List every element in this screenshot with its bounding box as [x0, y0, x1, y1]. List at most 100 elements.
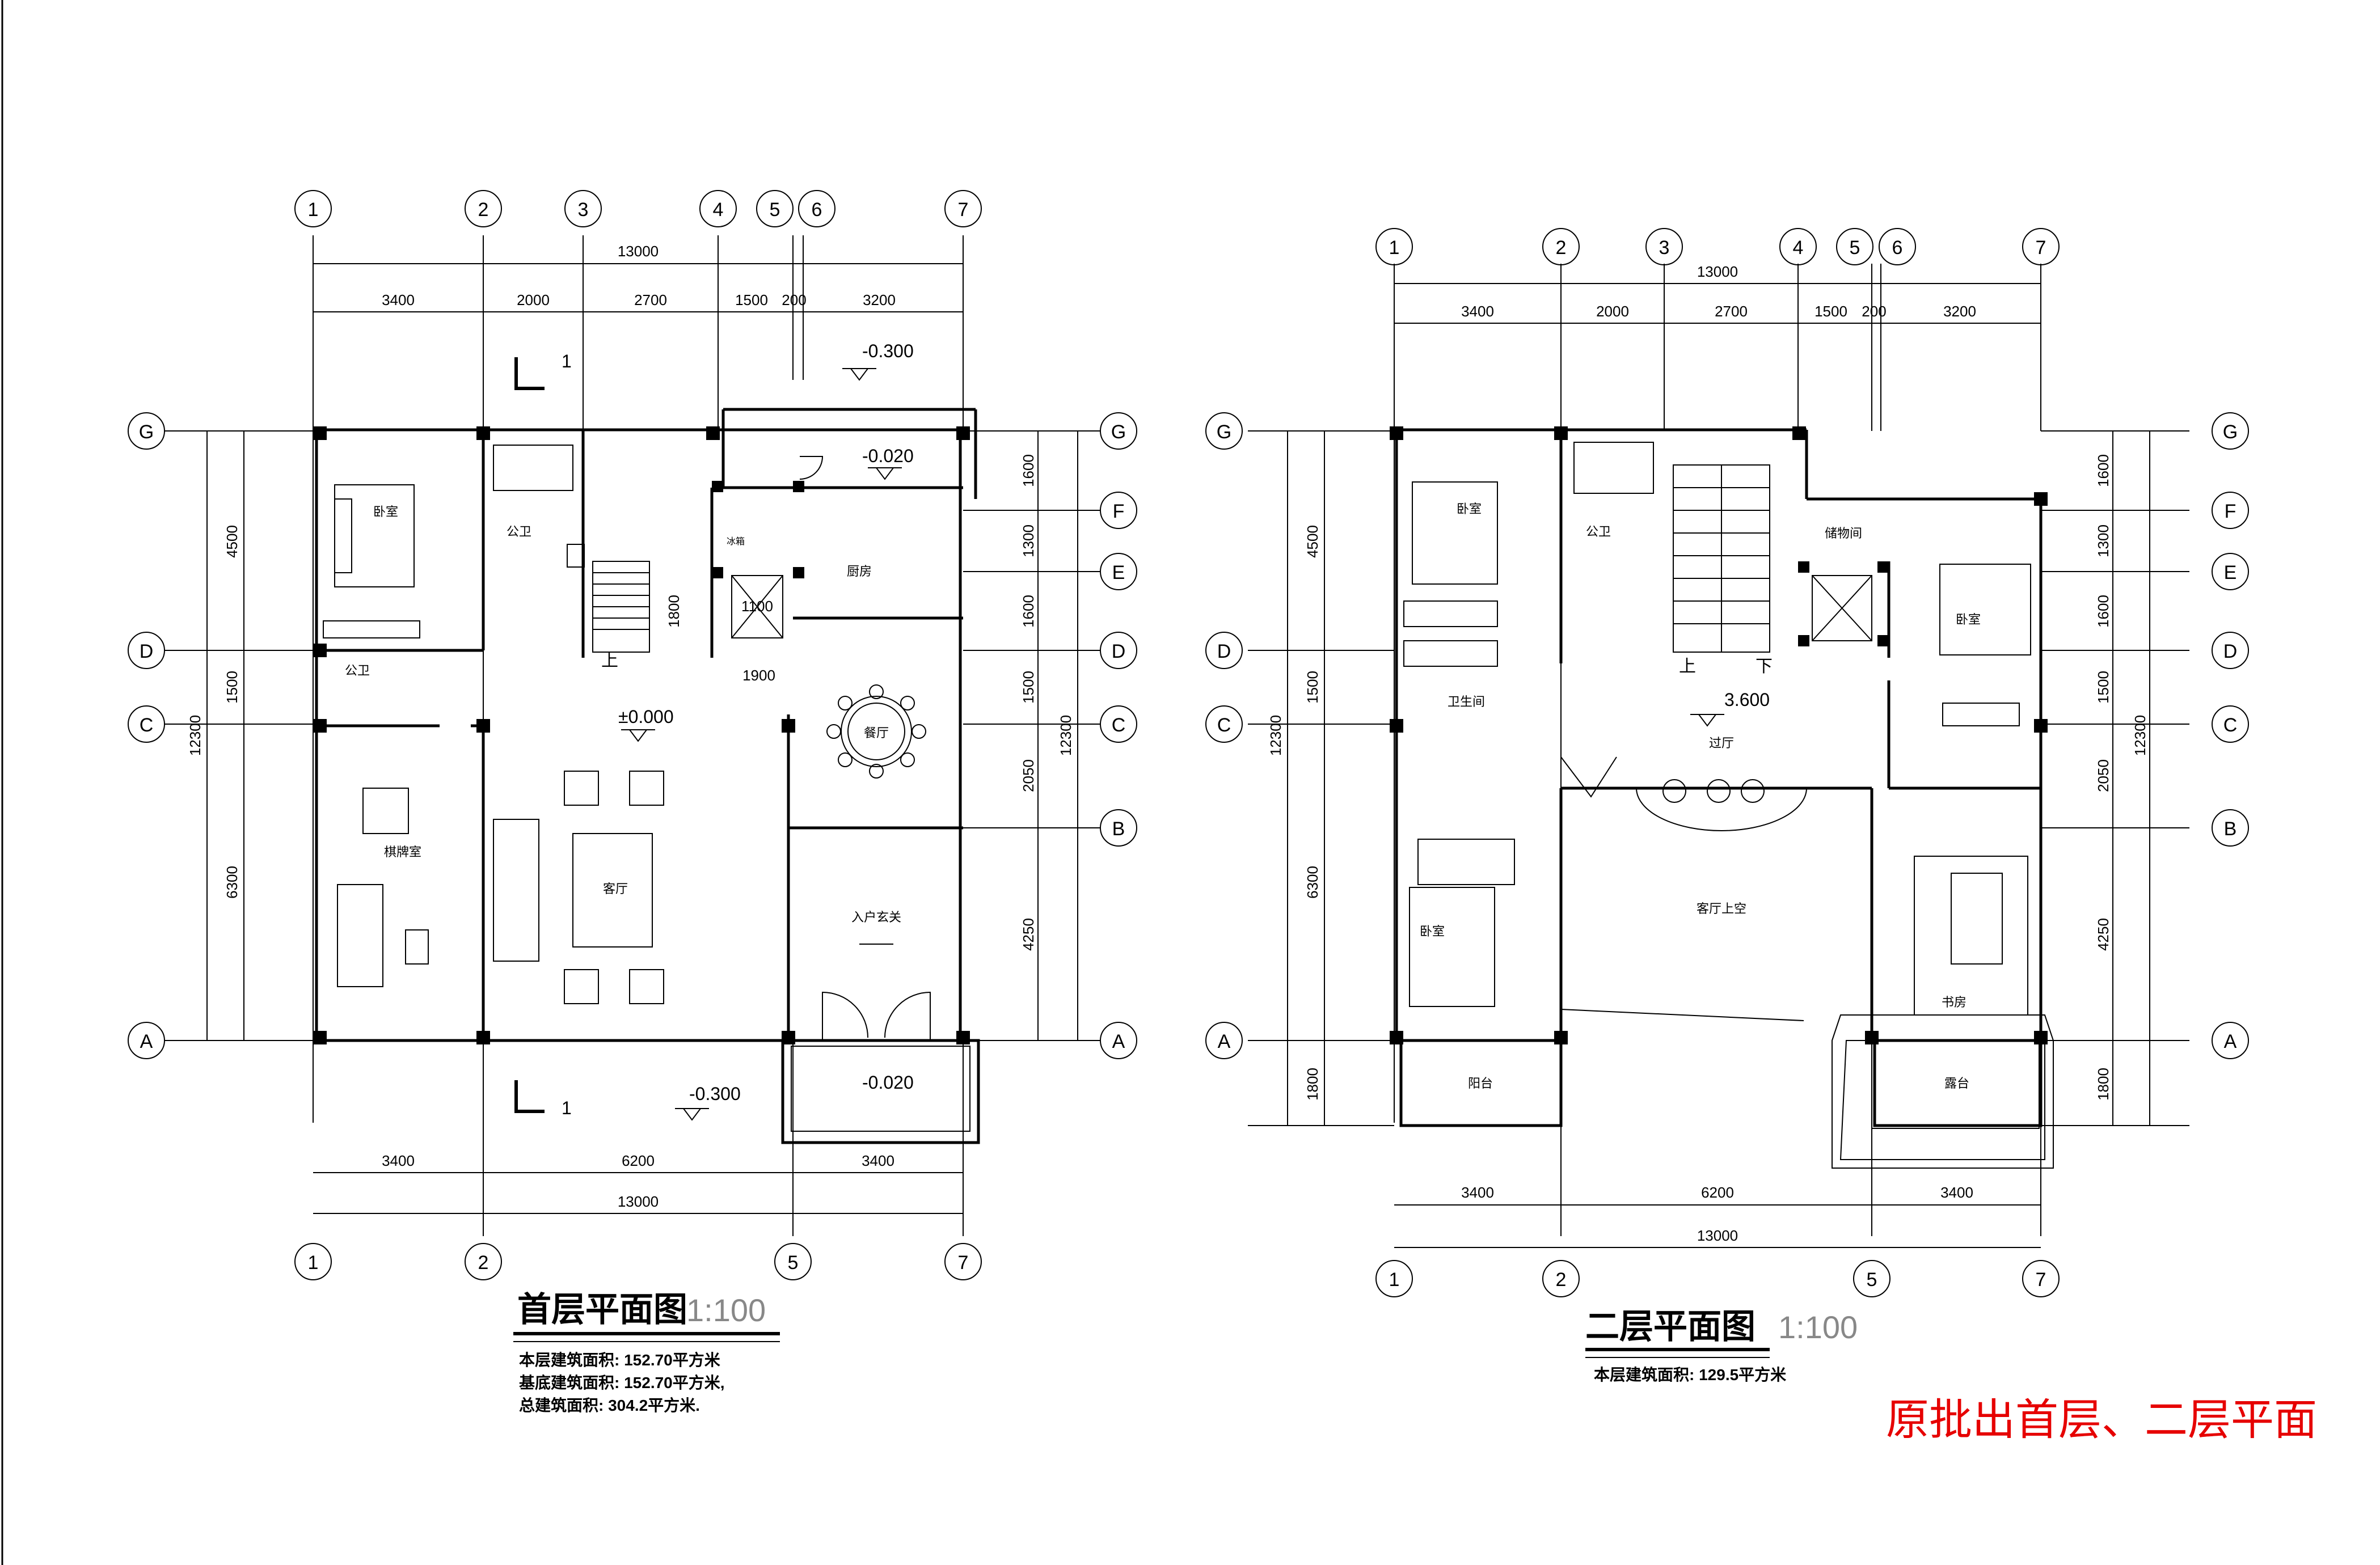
floor1-grid-lines: [164, 235, 1100, 1236]
f1-axis-top-3: 3: [578, 199, 589, 221]
f1-note-1: 基底建筑面积: 152.70平方米,: [519, 1373, 725, 1391]
f2-stair-up: 上: [1679, 657, 1696, 676]
f2-dim-left-1: 1500: [1304, 671, 1321, 704]
f1-dim-top-0: 3400: [382, 291, 415, 308]
f1-section-mark-top: 1: [562, 351, 572, 371]
f2-dim-right-2: 1600: [2095, 595, 2112, 628]
floor1-section-marks: [514, 357, 545, 1113]
f2-axis-top-4: 4: [1793, 237, 1804, 259]
f1-axis-top-1: 1: [308, 199, 319, 221]
f2-axis-top-3: 3: [1659, 237, 1670, 259]
f1-axis-bottom-1: 1: [308, 1252, 319, 1274]
f2-dim-left-0: 4500: [1304, 525, 1321, 558]
f2-axis-bottom-2: 2: [1556, 1269, 1567, 1291]
f1-dim-right-2: 1600: [1020, 595, 1037, 628]
f2-dim-right-total: 12300: [2132, 715, 2149, 756]
f1-dim-bottom-0: 3400: [382, 1152, 415, 1169]
f1-row-left-C: C: [140, 714, 154, 736]
f2-room-bedroom-2: 卧室: [1956, 612, 1981, 627]
f1-dim-left-total: 12300: [187, 715, 204, 756]
f1-dim-left-1: 1500: [223, 671, 240, 704]
f2-row-left-G: G: [1217, 421, 1231, 443]
f1-stair-up: 上: [601, 652, 618, 670]
floor1-walls: [315, 408, 980, 1144]
f2-room-bath: 公卫: [1586, 525, 1611, 539]
f2-dim-bottom-0: 3400: [1461, 1184, 1494, 1201]
f2-dim-left-2: 6300: [1304, 866, 1321, 899]
floor2-dimensions: 13000 3400 2000 2700 1500 200 3200 3400 …: [1267, 263, 2149, 1244]
f1-dim-top-1: 2000: [517, 291, 550, 308]
f1-dim-right-5: 4250: [1020, 918, 1037, 951]
floor2-grid-lines: [1248, 264, 2189, 1236]
floor2-levels: 3.600: [1724, 690, 1770, 710]
f2-dim-top-1: 2000: [1596, 303, 1629, 320]
f2-row-right-F: F: [2225, 501, 2236, 522]
f1-row-right-B: B: [1112, 818, 1125, 840]
f1-row-left-G: G: [139, 421, 154, 443]
f1-note-2: 总建筑面积: 304.2平方米.: [519, 1396, 700, 1414]
f1-room-entry: 入户玄关: [851, 910, 901, 924]
f1-dim-left-0: 4500: [223, 525, 240, 558]
f1-room-dining: 餐厅: [864, 726, 889, 740]
f1-axis-bottom-7: 7: [958, 1252, 969, 1274]
floor1-plan: [128, 190, 1137, 1280]
f1-level-3: -0.300: [689, 1084, 741, 1104]
f1-dim-right-1: 1300: [1020, 525, 1037, 557]
f2-row-right-C: C: [2223, 714, 2238, 736]
f2-dim-right-1: 1300: [2095, 525, 2112, 557]
floor1-level-symbols: [621, 368, 902, 1121]
f2-stair-down: 下: [1756, 657, 1773, 676]
f2-room-hall: 过厅: [1709, 736, 1734, 750]
f1-dim-1900: 1900: [742, 667, 775, 684]
approval-note: 原批出首层、二层平面: [1886, 1397, 2317, 1444]
f2-room-study: 书房: [1942, 995, 1967, 1009]
f2-dim-top-total: 13000: [1697, 263, 1738, 280]
f1-dim-bottom-2: 3400: [862, 1152, 894, 1169]
f1-row-right-D: D: [1112, 641, 1126, 662]
f2-row-right-D: D: [2223, 641, 2238, 662]
f1-dim-bottom-total: 13000: [618, 1193, 659, 1210]
f2-dim-right-0: 1600: [2095, 454, 2112, 487]
floor1-title-block: 首层平面图 1:100 本层建筑面积: 152.70平方米 基底建筑面积: 15…: [513, 1291, 780, 1414]
f2-room-terrace: 露台: [1944, 1076, 1969, 1090]
f1-row-right-C: C: [1112, 714, 1126, 736]
f2-dim-right-6: 1800: [2095, 1068, 2112, 1101]
f1-room-living: 客厅: [603, 882, 628, 896]
f1-axis-top-7: 7: [958, 199, 969, 221]
f1-dim-stair: 1800: [665, 595, 682, 628]
f1-dim-lift: 1100: [741, 598, 773, 615]
f2-axis-top-6: 6: [1892, 237, 1903, 259]
f1-scale: 1:100: [686, 1292, 766, 1328]
f2-axis-top-5: 5: [1850, 237, 1860, 259]
f1-room-card-room: 棋牌室: [384, 845, 421, 859]
f2-row-left-C: C: [1217, 714, 1231, 736]
f2-dim-left-total: 12300: [1267, 715, 1284, 756]
f1-room-bath-2: 公卫: [345, 663, 370, 678]
floor2-title-block: 二层平面图 1:100 本层建筑面积: 129.5平方米: [1585, 1308, 1858, 1384]
f2-dim-bottom-2: 3400: [1940, 1184, 1973, 1201]
f2-dim-top-5: 3200: [1943, 303, 1976, 320]
f2-dim-right-4: 2050: [2095, 759, 2112, 792]
f1-row-right-F: F: [1113, 501, 1125, 522]
f2-room-void: 客厅上空: [1697, 902, 1746, 916]
f2-scale: 1:100: [1778, 1309, 1858, 1345]
f2-axis-top-2: 2: [1556, 237, 1567, 259]
f2-title: 二层平面图: [1585, 1308, 1756, 1346]
floor2-rooms: 卧室 公卫 储物间 卧室 卫生间 过厅 客厅上空 卧室 书房 阳台 露台 上 下: [1420, 502, 1981, 1090]
f2-dim-top-2: 2700: [1715, 303, 1748, 320]
f2-note-0: 本层建筑面积: 129.5平方米: [1594, 1365, 1786, 1384]
f2-dim-bottom-total: 13000: [1697, 1227, 1738, 1244]
f1-room-fridge: 冰箱: [727, 536, 745, 547]
f1-dim-right-0: 1600: [1020, 454, 1037, 487]
f1-level-1: -0.020: [862, 446, 914, 466]
f1-row-left-D: D: [140, 641, 154, 662]
f2-row-right-G: G: [2223, 421, 2238, 443]
floor2-labels: 1 2 3 4 5 6 7 1 2 5 7 G D C A G F E D C …: [1217, 237, 2238, 1291]
f2-dim-left-3: 1800: [1304, 1068, 1321, 1101]
f1-axis-top-5: 5: [770, 199, 780, 221]
f2-room-storage: 储物间: [1825, 526, 1862, 540]
f2-dim-top-4: 200: [1862, 303, 1886, 320]
f1-dim-top-3: 1500: [735, 291, 768, 308]
f1-row-right-G: G: [1111, 421, 1126, 443]
